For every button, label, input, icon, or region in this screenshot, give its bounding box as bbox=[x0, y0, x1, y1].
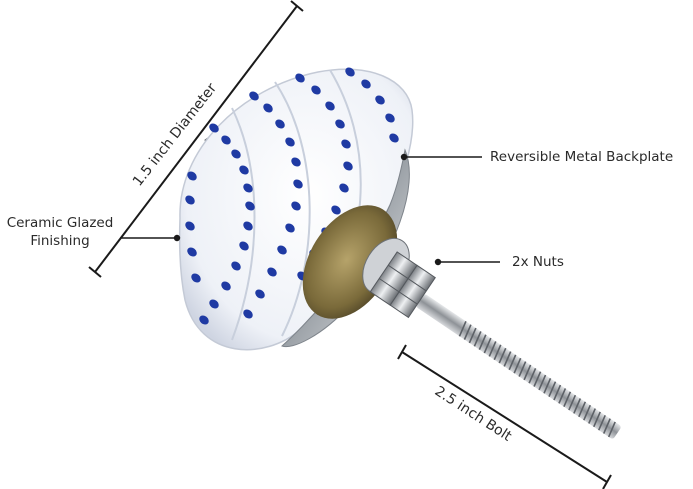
blue-dot bbox=[339, 183, 349, 193]
hex-nuts bbox=[369, 251, 436, 319]
blue-dot bbox=[199, 315, 209, 325]
blue-dot bbox=[231, 149, 241, 159]
bolt-thread bbox=[483, 337, 492, 354]
blue-dot bbox=[243, 309, 253, 319]
bolt-thread bbox=[488, 341, 497, 357]
ceramic-knob bbox=[178, 67, 414, 351]
blue-dot bbox=[185, 195, 195, 205]
blue-dot bbox=[185, 221, 195, 231]
bolt-thread bbox=[468, 327, 477, 344]
bolt-thread bbox=[578, 401, 587, 418]
blue-dot bbox=[361, 79, 371, 89]
blue-dot bbox=[255, 289, 265, 299]
blue-dot bbox=[209, 123, 219, 133]
blue-dot bbox=[291, 201, 301, 211]
bolt-thread bbox=[573, 398, 582, 414]
blue-dot bbox=[239, 241, 249, 251]
bolt-thread bbox=[503, 351, 512, 367]
backplate-label: Reversible Metal Backplate bbox=[490, 149, 674, 165]
blue-dot-pattern bbox=[185, 67, 399, 325]
bolt-thread bbox=[558, 388, 567, 404]
blue-dot bbox=[291, 157, 301, 167]
diameter-dimension-line bbox=[88, 0, 304, 278]
blue-dot bbox=[285, 137, 295, 147]
ceramic-glazed-line1: Ceramic Glazed bbox=[6, 215, 114, 231]
bolt-thread bbox=[602, 418, 611, 434]
blue-dot bbox=[243, 183, 253, 193]
blue-dot bbox=[187, 247, 197, 257]
bolt bbox=[416, 294, 621, 439]
blue-dot bbox=[243, 221, 253, 231]
blue-dot bbox=[325, 101, 335, 111]
blue-dot bbox=[311, 85, 321, 95]
bolt-thread bbox=[568, 394, 577, 411]
bolt-thread bbox=[493, 344, 502, 361]
bolt-thread bbox=[463, 324, 472, 340]
bolt-thread bbox=[553, 384, 562, 401]
bolt-thread bbox=[513, 357, 522, 374]
blue-dot bbox=[335, 119, 345, 129]
leader-lines bbox=[120, 156, 500, 263]
blue-dot bbox=[343, 161, 353, 171]
blue-dot bbox=[221, 281, 231, 291]
bolt-thread bbox=[498, 347, 507, 364]
blue-dot bbox=[231, 261, 241, 271]
blue-dot bbox=[295, 73, 305, 83]
bolt-thread bbox=[538, 374, 547, 391]
bolt-thread bbox=[607, 421, 616, 438]
nuts-label: 2x Nuts bbox=[512, 254, 564, 270]
blue-dot bbox=[221, 135, 231, 145]
blue-dot bbox=[263, 103, 273, 113]
blue-dot bbox=[375, 95, 385, 105]
bolt-thread bbox=[508, 354, 517, 371]
blue-dot bbox=[191, 273, 201, 283]
bolt-thread bbox=[458, 321, 467, 337]
bolt-dimension-line bbox=[397, 344, 612, 489]
bolt-thread bbox=[473, 331, 482, 347]
blue-dot bbox=[331, 205, 341, 215]
bolt-thread bbox=[528, 367, 537, 384]
bolt-thread bbox=[518, 361, 527, 377]
blue-dot bbox=[285, 223, 295, 233]
bolt-thread bbox=[588, 408, 596, 424]
bolt-thread bbox=[563, 391, 572, 408]
bolt-thread bbox=[543, 378, 552, 394]
blue-dot bbox=[293, 179, 303, 189]
bolt-thread bbox=[533, 371, 542, 387]
bolt-thread bbox=[478, 334, 487, 351]
bolt-thread bbox=[548, 381, 557, 397]
blue-dot bbox=[267, 267, 277, 277]
leader-dots bbox=[173, 153, 442, 266]
ceramic-glazed-line2: Finishing bbox=[30, 233, 90, 249]
bolt-thread bbox=[593, 411, 601, 428]
blue-dot bbox=[209, 299, 219, 309]
blue-dot bbox=[249, 91, 259, 101]
bolt-thread bbox=[598, 414, 606, 431]
blue-dot bbox=[275, 119, 285, 129]
blue-dot bbox=[385, 113, 395, 123]
bolt-thread bbox=[523, 364, 532, 381]
blue-dot bbox=[187, 171, 197, 181]
blue-dot bbox=[239, 165, 249, 175]
ceramic-glazed-label: Ceramic Glazed Finishing bbox=[4, 214, 116, 250]
blue-dot bbox=[341, 139, 351, 149]
blue-dot bbox=[277, 245, 287, 255]
blue-dot bbox=[389, 133, 399, 143]
bolt-thread bbox=[583, 404, 592, 421]
blue-dot bbox=[345, 67, 355, 77]
blue-dot bbox=[245, 201, 255, 211]
